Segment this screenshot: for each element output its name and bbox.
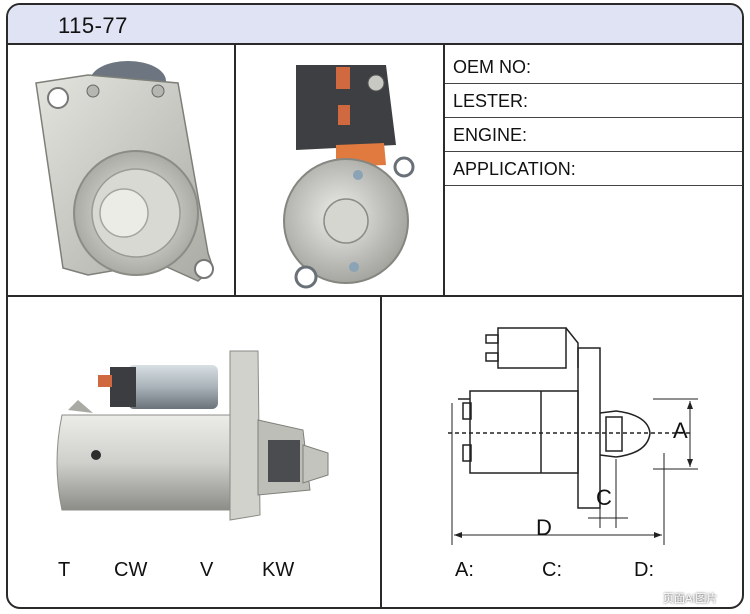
starter-side-photo: [56, 350, 329, 521]
rating-v: V: [200, 559, 214, 581]
divider-v1: [234, 45, 236, 297]
rating-t: T: [58, 559, 71, 581]
diagram-label-c: C: [596, 485, 612, 510]
product-sheet: 115-77 OEM NO: LESTER: ENGINE: APPLICATI…: [6, 3, 744, 609]
application-row: APPLICATION:: [445, 152, 742, 186]
oem-no-row: OEM NO:: [445, 50, 742, 84]
divider-v2: [443, 45, 445, 297]
rating-cw: CW: [114, 559, 148, 581]
application-label: APPLICATION:: [453, 159, 576, 179]
title-bar: 115-77: [8, 5, 742, 45]
starter-rear-photo: [283, 65, 415, 289]
part-number-title: 115-77: [58, 13, 128, 38]
watermark: 页面AI图片: [663, 593, 718, 605]
engine-row: ENGINE:: [445, 118, 742, 152]
starter-front-photo: [35, 61, 214, 282]
dimension-drawing: [448, 327, 698, 545]
divider-v3: [380, 295, 382, 607]
divider-h1: [8, 295, 742, 297]
lester-row: LESTER:: [445, 84, 742, 118]
engine-label: ENGINE:: [453, 125, 528, 145]
dimension-c-label: C:: [542, 559, 562, 581]
rating-kw: KW: [262, 559, 295, 581]
diagram-label-d: D: [536, 515, 552, 540]
diagram-label-a: A: [673, 418, 688, 443]
lester-label: LESTER:: [453, 91, 529, 111]
oem-no-label: OEM NO:: [453, 57, 532, 77]
dimension-d-label: D:: [634, 559, 654, 581]
dimension-a-label: A:: [455, 559, 474, 581]
